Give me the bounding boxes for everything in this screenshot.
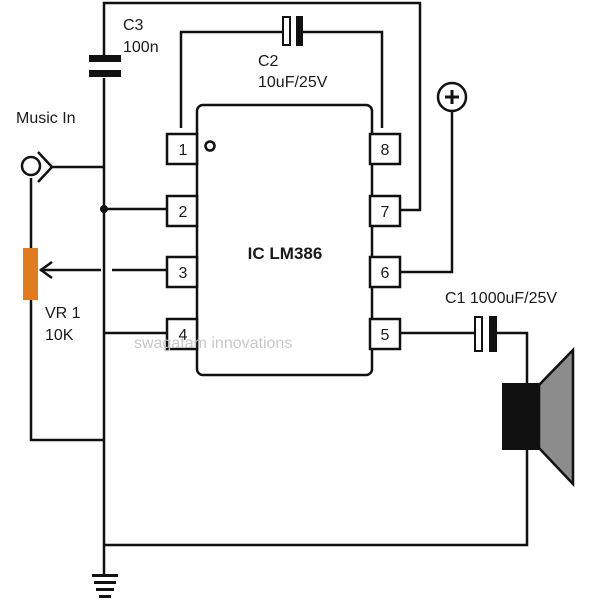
wire-c3-pin7 — [102, 1, 422, 212]
pin-1: 1 — [179, 142, 188, 159]
capacitor-c3 — [89, 55, 121, 77]
wire-c2-loop — [179, 30, 384, 128]
pin-6: 6 — [381, 265, 390, 282]
wiper-arrow-icon — [38, 260, 53, 280]
capacitor-c1 — [474, 316, 497, 352]
pin-5: 5 — [381, 327, 390, 344]
ground-icon — [92, 574, 118, 598]
wire-pot-ground — [29, 300, 104, 442]
pin-2: 2 — [179, 204, 188, 221]
c1-label: C1 1000uF/25V — [445, 290, 557, 307]
pin-4: 4 — [179, 327, 188, 344]
c3-value: 100n — [123, 39, 159, 56]
c2-name: C2 — [258, 53, 279, 70]
pin-3: 3 — [179, 265, 188, 282]
ic-body — [195, 103, 374, 377]
ic-pins-left — [165, 132, 199, 351]
potentiometer-vr1 — [23, 248, 38, 300]
vr1-value: 10K — [45, 327, 74, 344]
junction-dot — [100, 205, 108, 213]
pin-8: 8 — [381, 142, 390, 159]
wire-pin6-supply — [400, 111, 454, 274]
pin1-marker — [204, 140, 216, 152]
wire-c1-speaker — [497, 331, 529, 385]
ic-label: IC LM386 — [248, 244, 323, 263]
speaker-icon — [502, 346, 575, 488]
c2-value: 10uF/25V — [258, 74, 328, 91]
positive-supply-icon — [436, 81, 468, 113]
audio-jack-icon — [20, 151, 54, 183]
vr1-name: VR 1 — [45, 305, 81, 322]
wire-speaker-ground — [104, 449, 529, 547]
pin-7: 7 — [381, 204, 390, 221]
ic-pins-right — [368, 132, 402, 351]
watermark: swagatam innovations — [134, 335, 292, 352]
c3-name: C3 — [123, 17, 144, 34]
wires — [29, 1, 529, 575]
capacitor-c2 — [282, 16, 303, 46]
music-in-label: Music In — [16, 110, 76, 127]
